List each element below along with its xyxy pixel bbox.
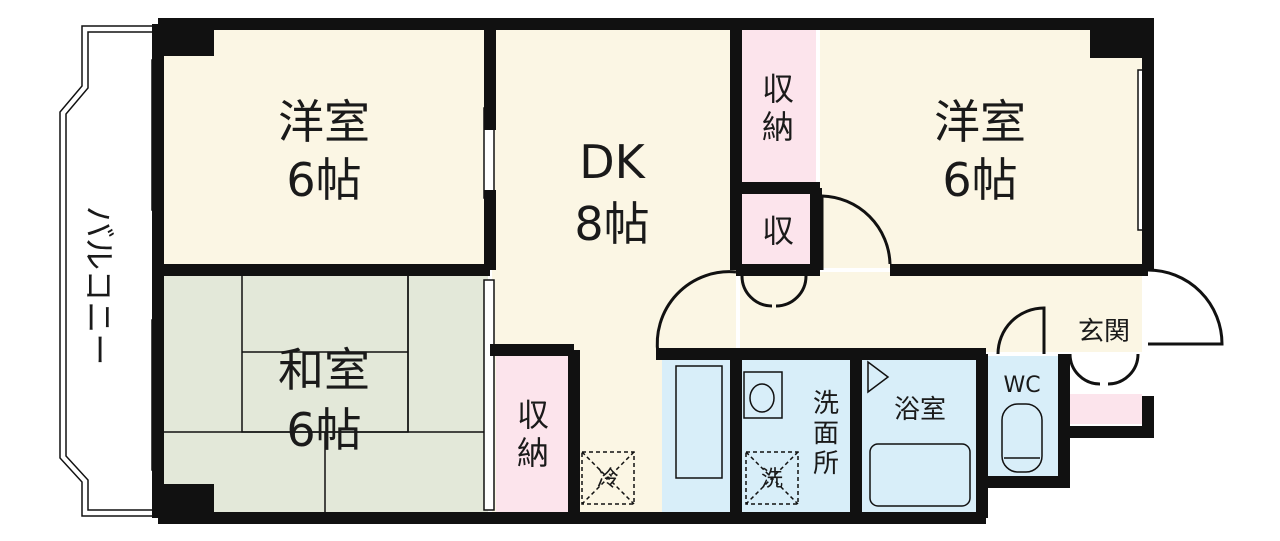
balcony-label: バルコニー	[80, 206, 118, 365]
closet-top-line2: 納	[762, 108, 794, 146]
room-western-right	[820, 30, 1142, 268]
closet-top	[740, 30, 816, 184]
western-left-name: 洋室	[278, 95, 370, 149]
washroom	[740, 356, 854, 512]
fridge-label: 冷	[597, 467, 619, 492]
japanese-name: 和室	[278, 343, 370, 397]
columns	[158, 24, 1148, 518]
tatami-pattern	[164, 271, 488, 512]
closet-bottom	[496, 352, 570, 512]
washer-label: 洗	[761, 467, 783, 492]
balcony	[59, 25, 158, 517]
fixtures	[581, 360, 1043, 507]
room-japanese	[164, 272, 488, 512]
fridge-box	[581, 451, 635, 505]
room-western-left	[164, 30, 488, 268]
kitchen-counter	[662, 356, 736, 512]
entrance-floor	[1066, 272, 1142, 352]
shoe-box	[1066, 394, 1142, 424]
western-right-size: 6帖	[942, 153, 1017, 207]
bathroom-label: 浴室	[894, 395, 946, 425]
door-swings	[655, 194, 1224, 386]
japanese-size: 6帖	[286, 403, 361, 457]
washroom-line3: 所	[813, 449, 839, 479]
toilet	[986, 356, 1060, 482]
washroom-line1: 洗	[813, 389, 839, 419]
western-left-size: 6帖	[286, 153, 361, 207]
closet-bottom-line1: 収	[517, 396, 549, 434]
toilet-label: WC	[1003, 373, 1040, 398]
closet-bottom-line2: 納	[517, 434, 549, 472]
washer-box	[745, 451, 799, 505]
closet-small	[740, 194, 816, 266]
dk-size: 8帖	[574, 197, 649, 251]
bathroom	[860, 356, 978, 512]
closet-top-line1: 収	[762, 70, 794, 108]
dk-name: DK	[579, 135, 646, 189]
washroom-line2: 面	[813, 419, 839, 449]
entrance-label: 玄関	[1078, 317, 1130, 347]
western-right-name: 洋室	[934, 95, 1026, 149]
closet-small-label: 収	[762, 212, 794, 250]
